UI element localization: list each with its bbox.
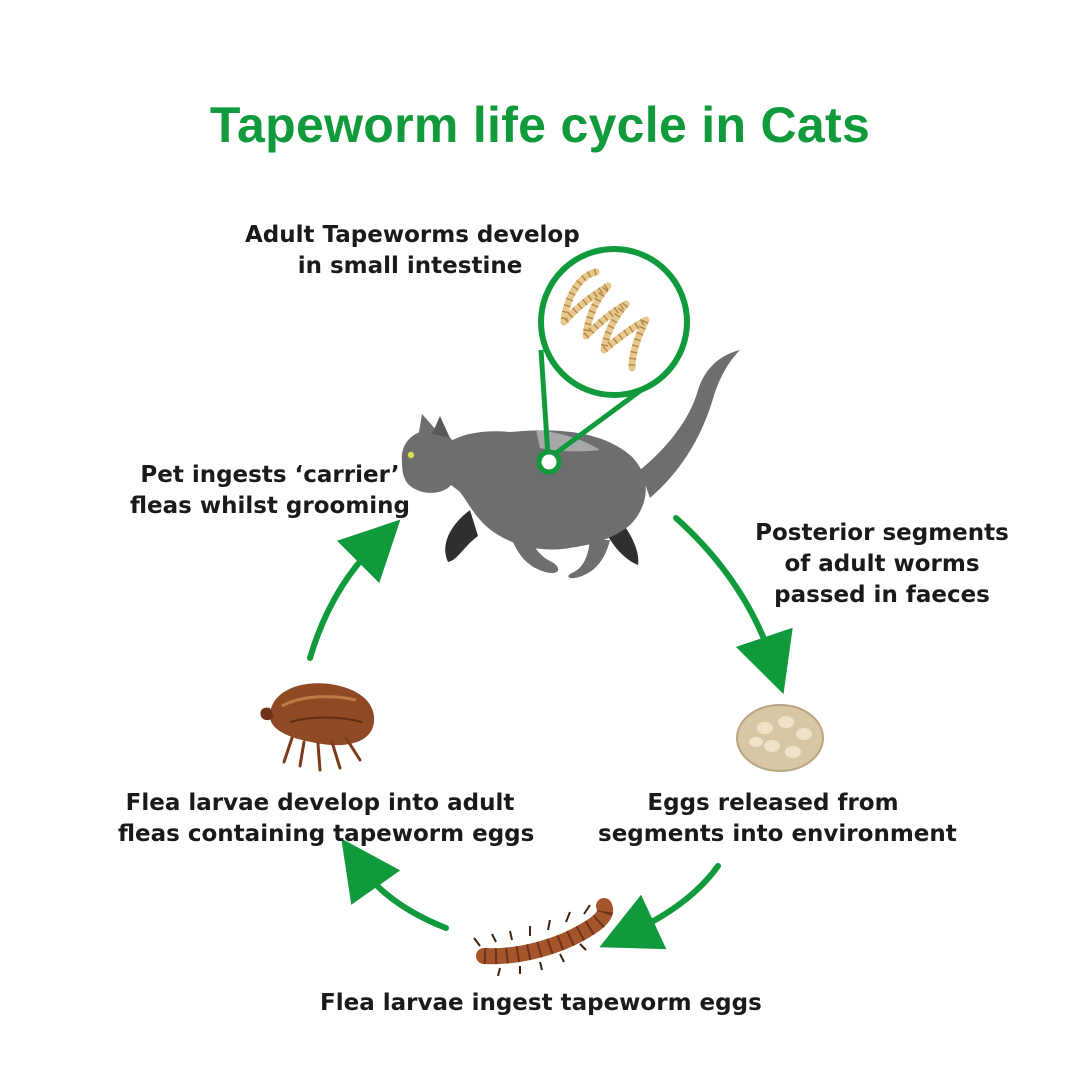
label-pet-ingests-line-2: fleas whilst grooming (129, 493, 411, 519)
label-pet-ingests-line-1: Pet ingests ‘carrier’ (140, 462, 400, 488)
arrow-cat-to-eggs (673, 515, 793, 695)
label-eggs-released-line-1: Eggs released from (647, 790, 899, 816)
label-posterior-segments-line-2: of adult worms (784, 551, 980, 577)
label-larvae-develop-line-2: fleas containing tapeworm eggs (118, 821, 535, 847)
label-eggs-released-line-2: segments into environment (598, 821, 957, 847)
cat-image (401, 350, 740, 579)
tapeworm-egg-icon (736, 704, 824, 772)
label-posterior-segments-line-1: Posterior segments (755, 520, 1009, 546)
label-larvae-ingest: Flea larvae ingest tapeworm eggs (320, 988, 762, 1019)
arrow-flea-to-cat (307, 519, 401, 661)
label-adult-tapeworms-line-1: Adult Tapeworms develop (245, 222, 580, 248)
flea-larva-icon (473, 898, 613, 977)
arrow-eggs-to-larva (599, 863, 721, 950)
label-pet-ingests: Pet ingests ‘carrier’ fleas whilst groom… (128, 460, 412, 522)
label-posterior-segments-line-3: passed in faeces (774, 582, 990, 608)
label-eggs-released: Eggs released from segments into environ… (598, 788, 957, 850)
arrow-larva-to-flea (341, 838, 449, 931)
label-adult-tapeworms-line-2: in small intestine (297, 253, 523, 279)
adult-flea-icon (260, 683, 375, 772)
label-adult-tapeworms: Adult Tapeworms develop in small intesti… (245, 220, 580, 282)
label-larvae-develop: Flea larvae develop into adult fleas con… (118, 788, 535, 850)
label-larvae-ingest-line-1: Flea larvae ingest tapeworm eggs (320, 990, 762, 1016)
label-larvae-develop-line-1: Flea larvae develop into adult (125, 790, 515, 816)
page-title: Tapeworm life cycle in Cats (209, 97, 871, 153)
label-posterior-segments: Posterior segments of adult worms passed… (752, 518, 1012, 611)
tapeworm-magnifier-icon (536, 246, 690, 475)
